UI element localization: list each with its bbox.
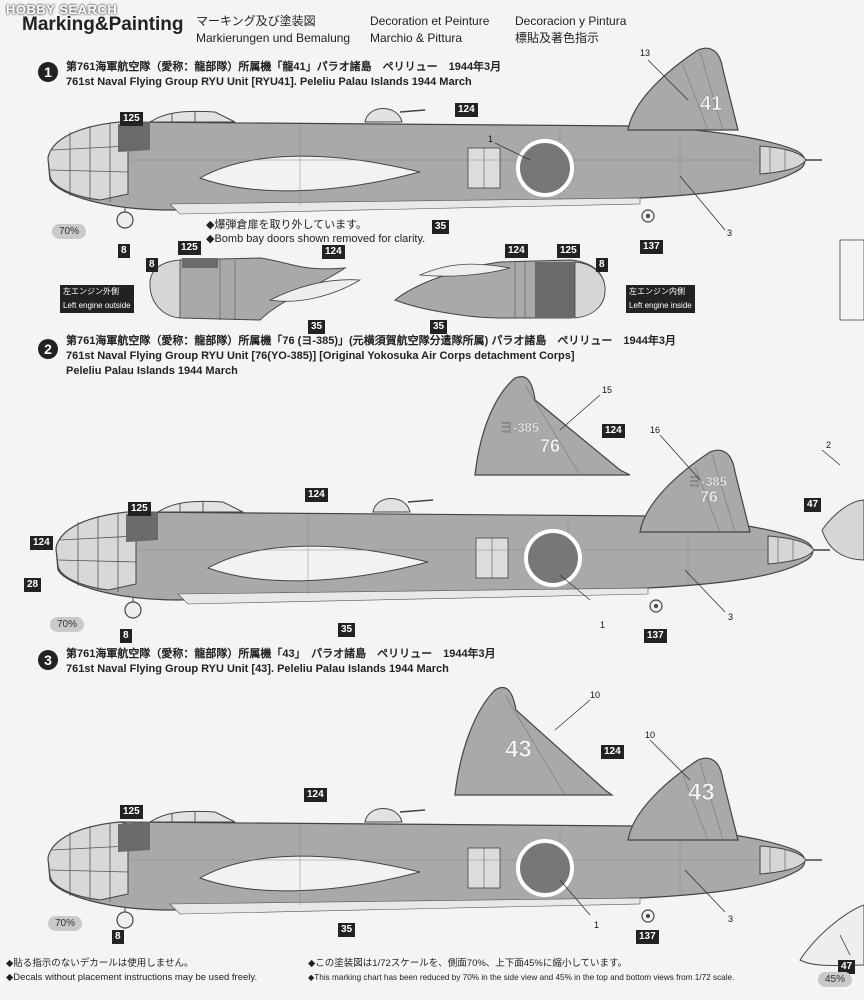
tag-28-p2: 28 [24,578,42,592]
engine-left-inside-view [394,259,606,319]
tag-124-p2-top: 124 [305,488,328,502]
callout-10-p3-fin: 10 [590,690,601,700]
tag-35-p3: 35 [338,923,356,937]
plane-3-side-tail-number: 43 [688,779,715,806]
callout-3-p3: 3 [728,914,734,924]
tag-35-engine-left: 35 [308,320,326,334]
section-1-title-en: 761st Naval Flying Group RYU Unit [RYU41… [66,76,472,88]
scale-side-p2: 70% [50,617,85,632]
tag-35-engine-right: 35 [430,320,448,334]
section-3-number: 3 [38,650,58,670]
bomb-bay-note-en: ◆Bomb bay doors shown removed for clarit… [206,233,426,245]
callout-1-p3: 1 [594,920,600,930]
tag-124-engine-left: 124 [322,245,345,259]
engine-left-label: 左エンジン外側 Left engine outside [60,285,134,313]
section-1-title-jp: 第761海軍航空隊（愛称：龍部隊）所属機「龍41」パラオ諸島 ペリリュー 194… [66,61,502,73]
plane-2-fin-tail-code: ヨ-385 [500,420,539,435]
tag-35-p1: 35 [432,220,450,234]
callout-16-p2: 16 [650,425,661,435]
header-it: Marchio & Pittura [370,31,463,45]
scale-side-p1: 70% [52,224,87,239]
header-jp-de: マーキング及び塗装図 Markierungen und Bemalung [196,13,350,47]
tag-8-engine-left: 8 [146,258,158,272]
plane-1-side-view: 41 [46,47,824,230]
footer-note-2-en: ◆This marking chart has been reduced by … [308,973,735,982]
section-2-title-jp: 第761海軍航空隊（愛称：龍部隊）所属機「76 (ヨ-385)」(元横須賀航空隊… [66,335,676,347]
footer-note-2-jp: ◆この塗装図は1/72スケールを、側面70%、上下面45%に縮小しています。 [308,958,628,969]
header-fr-it: Decoration et Peinture Marchio & Pittura [370,13,489,47]
section-2-title-en: 761st Naval Flying Group RYU Unit [76(YO… [66,350,575,362]
section-2-number: 2 [38,339,58,359]
section-3-title-en: 761st Naval Flying Group RYU Unit [43]. … [66,663,449,675]
tag-47-p2: 47 [804,498,822,512]
plane-2-side-tail-number: 76 [700,489,718,506]
right-edge-partial-views [799,239,864,967]
scale-side-p3: 70% [48,916,83,931]
tag-8-p3: 8 [112,930,124,944]
tag-137-p1: 137 [640,240,663,254]
callout-3-p1: 3 [727,228,733,238]
plane-1-tail-number: 41 [700,93,722,115]
section-2-title-en2: Peleliu Palau Islands 1944 March [66,365,238,377]
engine-left-outside-view [149,257,362,321]
callout-1-p1: 1 [488,134,494,144]
plane-3-tail-detail: 43 [454,686,614,796]
engine-right-label: 左エンジン内側 Left engine inside [626,285,695,313]
header-es: Decoracion y Pintura [515,14,627,28]
plane-2-fin-tail-number: 76 [540,436,560,456]
header-de: Markierungen und Bemalung [196,31,351,45]
section-1-number: 1 [38,62,58,82]
tag-124-p1: 124 [455,103,478,117]
callout-2-edge: 2 [826,440,832,450]
tag-125-engine-left: 125 [178,241,201,255]
bomb-bay-note-jp: ◆爆弾倉扉を取り外しています。 [206,219,368,231]
tag-124-p2-fin: 124 [602,424,625,438]
footer-note-1-jp: ◆貼る指示のないデカールは使用しません。 [6,958,194,969]
engine-left-label-jp: 左エンジン外側 [60,285,134,299]
tag-124-p3-fin: 124 [601,745,624,759]
header-fr: Decoration et Peinture [370,14,490,28]
tag-125-p3: 125 [120,805,143,819]
callout-13-p1: 13 [640,48,651,58]
header-cn: 標貼及著色指示 [515,31,600,45]
tag-124-p2-nose: 124 [30,536,53,550]
watermark: HOBBY SEARCH [6,2,118,17]
tag-137-p2: 137 [644,629,667,643]
tag-8-engine-right: 8 [596,258,608,272]
engine-right-label-en: Left engine inside [626,299,695,313]
tag-8-p2: 8 [120,629,132,643]
tag-137-p3: 137 [636,930,659,944]
plane-3-side-view: 43 [46,757,824,930]
plane-2-side-view: ヨ-385 76 [54,449,832,620]
tag-125-p2: 125 [128,502,151,516]
plane-2-tail-detail: ヨ-385 76 [474,376,631,476]
engine-right-label-jp: 左エンジン内側 [626,285,695,299]
tag-47-p3: 47 [838,960,856,974]
callout-3-p2: 3 [728,612,734,622]
section-3-title-jp: 第761海軍航空隊（愛称：龍部隊）所属機「43」 パラオ諸島 ペリリュー 194… [66,648,496,660]
plane-2-side-tail-code: ヨ-385 [688,474,727,489]
header-jp: マーキング及び塗装図 [196,14,316,28]
callout-leaders [494,59,851,956]
tag-35-p2: 35 [338,623,356,637]
page-title: Marking&Painting [22,14,184,35]
tag-125-p1: 125 [120,112,143,126]
tag-8-p1: 8 [118,244,130,258]
callout-10-p3-side: 10 [645,730,656,740]
footer-note-1-en: ◆Decals without placement instructions m… [6,972,258,983]
header-es-cn: Decoracion y Pintura 標貼及著色指示 [515,13,626,47]
tag-124-engine-right: 124 [505,244,528,258]
engine-left-label-en: Left engine outside [60,299,134,313]
scale-top-bottom: 45% [818,972,853,987]
callout-15-p2: 15 [602,385,613,395]
callout-1-p2: 1 [600,620,606,630]
tag-125-engine-right: 125 [557,244,580,258]
plane-3-fin-tail-number: 43 [505,736,532,763]
tag-124-p3-top: 124 [304,788,327,802]
